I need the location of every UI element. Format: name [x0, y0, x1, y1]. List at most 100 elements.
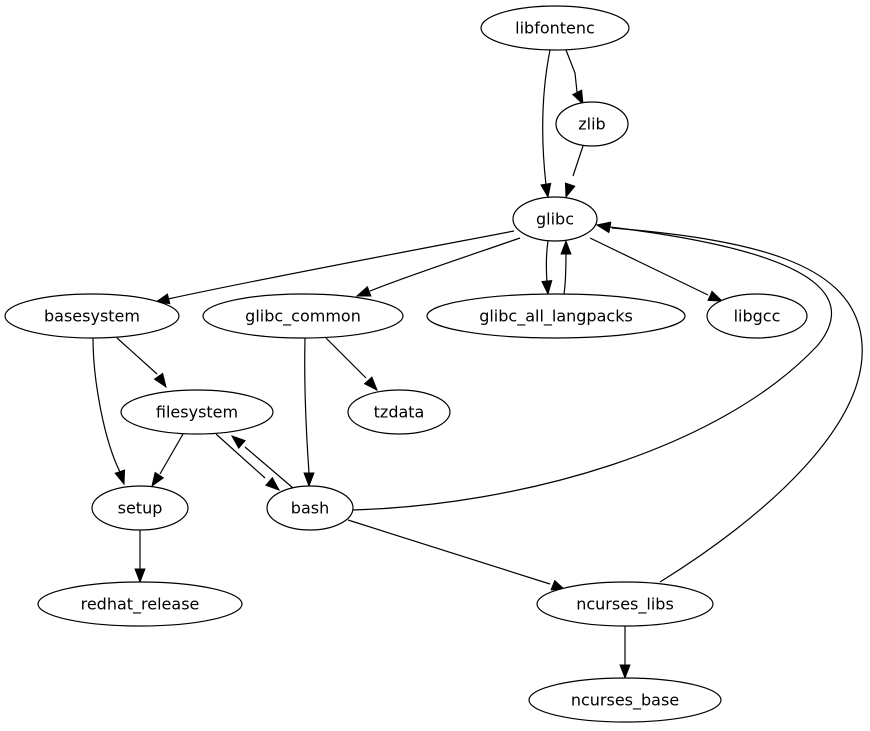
node-bash[interactable]: bash [266, 485, 354, 531]
node-label: ncurses_libs [576, 595, 674, 615]
edge-glibc-all-langpacks-to-glibc [560, 239, 572, 295]
node-ellipse [37, 581, 243, 627]
edge-glibc-common-to-bash [303, 337, 315, 488]
edge-basesystem-to-setup [92, 337, 126, 486]
edge-line [304, 337, 310, 474]
arrowhead-icon [564, 182, 576, 199]
arrowhead-icon [265, 476, 281, 491]
arrowhead-icon [541, 280, 553, 296]
node-label: glibc_all_langpacks [479, 307, 633, 327]
edge-line [325, 337, 367, 379]
edge-line [244, 446, 294, 489]
node-label: bash [291, 499, 329, 518]
arrowhead-icon [151, 471, 165, 488]
node-tzdata[interactable]: tzdata [347, 389, 451, 435]
edge-basesystem-to-filesystem [116, 337, 167, 389]
node-zlib[interactable]: zlib [555, 101, 629, 147]
node-ellipse [480, 5, 630, 51]
edge-glibc-to-basesystem [154, 230, 515, 305]
node-label: ncurses_base [571, 691, 679, 711]
node-ellipse [528, 677, 722, 723]
node-label: setup [118, 499, 163, 518]
edge-ncurses-libs-to-ncurses-base [619, 626, 631, 680]
node-label: filesystem [156, 403, 238, 422]
arrowhead-icon [560, 239, 572, 255]
edge-line [572, 145, 584, 177]
node-ellipse [536, 581, 714, 627]
edge-line [369, 237, 521, 292]
edge-line [352, 226, 833, 511]
node-ncurses-libs[interactable]: ncurses_libs [536, 581, 714, 627]
node-label: libgcc [734, 307, 781, 326]
node-label: glibc [536, 210, 574, 229]
arrowhead-icon [134, 568, 146, 584]
node-setup[interactable]: setup [91, 485, 189, 531]
node-label: redhat_release [81, 595, 200, 615]
edge-ncurses-libs-to-glibc [595, 222, 863, 583]
node-ncurses-base[interactable]: ncurses_base [528, 677, 722, 723]
node-label: glibc_common [245, 307, 361, 327]
node-ellipse [555, 101, 629, 147]
arrowhead-icon [707, 290, 724, 302]
edge-line [563, 252, 567, 295]
arrowhead-icon [619, 664, 631, 680]
node-redhat-release[interactable]: redhat_release [37, 581, 243, 627]
arrowhead-icon [114, 469, 126, 486]
node-filesystem[interactable]: filesystem [120, 389, 274, 435]
edge-bash-to-glibc [352, 221, 833, 511]
edge-glibc-to-glibc-common [355, 237, 521, 297]
arrowhead-icon [355, 285, 372, 297]
edge-glibc-to-glibc-all-langpacks [541, 240, 553, 296]
edge-filesystem-to-setup [151, 433, 184, 488]
edge-line [159, 433, 184, 475]
node-ellipse [266, 485, 354, 531]
node-ellipse [91, 485, 189, 531]
arrowhead-icon [363, 376, 378, 392]
node-ellipse [4, 293, 180, 339]
edge-line [542, 49, 551, 186]
node-ellipse [512, 196, 598, 242]
node-ellipse [202, 293, 404, 339]
edge-bash-to-filesystem [230, 435, 294, 489]
arrowhead-icon [303, 472, 315, 488]
arrowhead-icon [571, 89, 584, 106]
node-ellipse [426, 293, 686, 339]
edge-setup-to-redhat-release [134, 530, 146, 584]
arrowhead-icon [540, 182, 552, 199]
edge-glibc-to-libgcc [589, 237, 724, 302]
edge-line [116, 337, 158, 375]
node-label: libfontenc [515, 19, 595, 38]
arrowhead-icon [595, 222, 612, 234]
edge-line [589, 237, 709, 296]
edge-libfontenc-to-glibc [540, 49, 552, 199]
edge-line [167, 230, 515, 300]
node-label: zlib [578, 115, 605, 134]
node-libfontenc[interactable]: libfontenc [480, 5, 630, 51]
node-label: tzdata [374, 403, 425, 422]
edges-layer [92, 49, 863, 680]
edge-glibc-common-to-tzdata [325, 337, 378, 392]
edge-line [545, 240, 549, 284]
edge-filesystem-to-bash [215, 433, 281, 491]
nodes-layer: libfontenc zlib glibc basesystem glibc_commo… [4, 5, 808, 723]
arrowhead-icon [230, 435, 246, 450]
edge-line [92, 337, 121, 473]
node-glibc-all-langpacks[interactable]: glibc_all_langpacks [426, 293, 686, 339]
node-ellipse [347, 389, 451, 435]
node-label: basesystem [44, 307, 140, 326]
edge-zlib-to-glibc [564, 145, 584, 199]
node-glibc-common[interactable]: glibc_common [202, 293, 404, 339]
edge-line [611, 227, 863, 583]
node-basesystem[interactable]: basesystem [4, 293, 180, 339]
node-glibc[interactable]: glibc [512, 196, 598, 242]
edge-bash-to-ncurses-libs [347, 519, 567, 591]
node-ellipse [120, 389, 274, 435]
edge-line [347, 519, 551, 585]
arrowhead-icon [153, 372, 167, 389]
edge-line [215, 433, 266, 479]
node-libgcc[interactable]: libgcc [706, 293, 808, 339]
edge-libfontenc-to-zlib [565, 49, 584, 106]
edge-line [565, 49, 578, 93]
node-ellipse [706, 293, 808, 339]
